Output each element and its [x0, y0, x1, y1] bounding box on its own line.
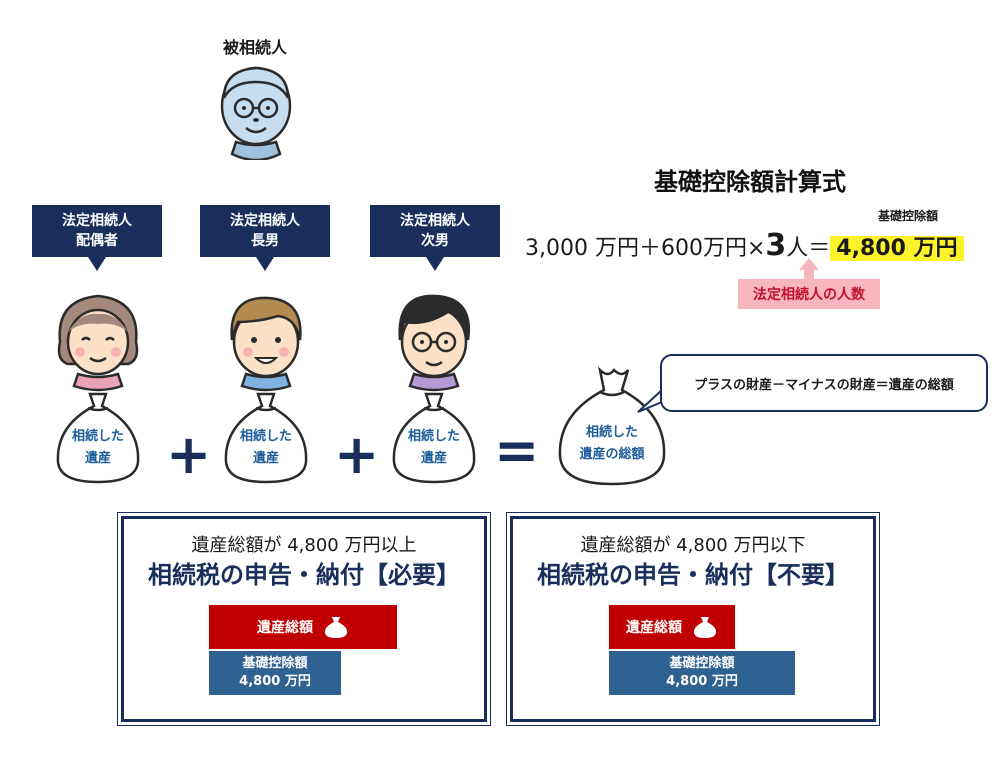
count-label: 法定相続人の人数	[738, 279, 880, 309]
result-box-not-required: 遺産総額が 4,800 万円以下 相続税の申告・納付【不要】 遺産総額 基礎控除…	[510, 516, 876, 722]
heir-title: 法定相続人	[62, 211, 132, 231]
result-title: 相続税の申告・納付【不要】	[513, 555, 873, 590]
plus-operator: +	[334, 428, 379, 482]
arrow-down-icon	[88, 257, 106, 271]
formula-result: 4,800 万円	[830, 236, 963, 261]
bag-line: 相続した	[240, 426, 292, 448]
deduction-line: 4,800 万円	[666, 673, 738, 691]
heir-title: 法定相続人	[400, 211, 470, 231]
heir-relation: 次男	[421, 231, 449, 251]
speech-bubble: プラスの財産－マイナスの財産＝遺産の総額	[660, 354, 988, 412]
heir-bag-label: 相続した 遺産	[218, 420, 314, 476]
heir-bag-label: 相続した 遺産	[50, 420, 146, 476]
deduction-line: 基礎控除額	[669, 655, 734, 673]
deduction-bar: 基礎控除額 4,800 万円	[209, 651, 341, 695]
formula-part1: 3,000 万円＋600万円×	[525, 236, 765, 261]
arrow-down-icon	[426, 257, 444, 271]
formula-title: 基礎控除額計算式	[625, 162, 875, 197]
elderly-woman-icon	[50, 282, 146, 392]
estate-bar: 遺産総額	[609, 605, 735, 649]
deceased-label: 被相続人	[195, 34, 315, 58]
estate-label: 遺産総額	[257, 617, 313, 637]
heir-relation: 配偶者	[76, 231, 118, 251]
plus-operator: +	[166, 428, 211, 482]
bag-line: 相続した	[72, 426, 124, 448]
result-title: 相続税の申告・納付【必要】	[124, 555, 484, 590]
formula-count: 3	[765, 228, 786, 263]
elderly-man-icon	[210, 56, 302, 160]
arrow-up-icon	[799, 258, 819, 270]
bag-line: 相続した	[408, 426, 460, 448]
heir-box-spouse: 法定相続人 配偶者	[32, 205, 162, 257]
deduction-line: 4,800 万円	[239, 673, 311, 691]
bag-line: 遺産	[253, 448, 279, 470]
heir-title: 法定相続人	[230, 211, 300, 231]
money-bag-icon	[692, 615, 718, 639]
heir-bag-label: 相続した 遺産	[386, 420, 482, 476]
equals-operator: =	[494, 424, 539, 478]
deduction-line: 基礎控除額	[242, 655, 307, 673]
total-bag-label: 相続した 遺産の総額	[552, 414, 672, 474]
bag-line: 相続した	[586, 422, 638, 444]
result-box-required: 遺産総額が 4,800 万円以上 相続税の申告・納付【必要】 遺産総額 基礎控除…	[121, 516, 487, 722]
arrow-down-icon	[256, 257, 274, 271]
bag-line: 遺産	[421, 448, 447, 470]
estate-label: 遺産総額	[626, 617, 682, 637]
result-subtitle: 遺産総額が 4,800 万円以下	[513, 531, 873, 557]
result-subtitle: 遺産総額が 4,800 万円以上	[124, 531, 484, 557]
heir-relation: 長男	[251, 231, 279, 251]
bag-line: 遺産の総額	[579, 444, 644, 466]
eldest-son-icon	[218, 282, 314, 392]
formula: 3,000 万円＋600万円×3人＝4,800 万円	[525, 228, 964, 263]
result-label: 基礎控除額	[848, 207, 968, 224]
heir-box-second-son: 法定相続人 次男	[370, 205, 500, 257]
bag-line: 遺産	[85, 448, 111, 470]
deduction-bar: 基礎控除額 4,800 万円	[609, 651, 795, 695]
second-son-icon	[386, 282, 482, 392]
estate-bar: 遺産総額	[209, 605, 397, 649]
heir-box-eldest-son: 法定相続人 長男	[200, 205, 330, 257]
money-bag-icon	[323, 615, 349, 639]
